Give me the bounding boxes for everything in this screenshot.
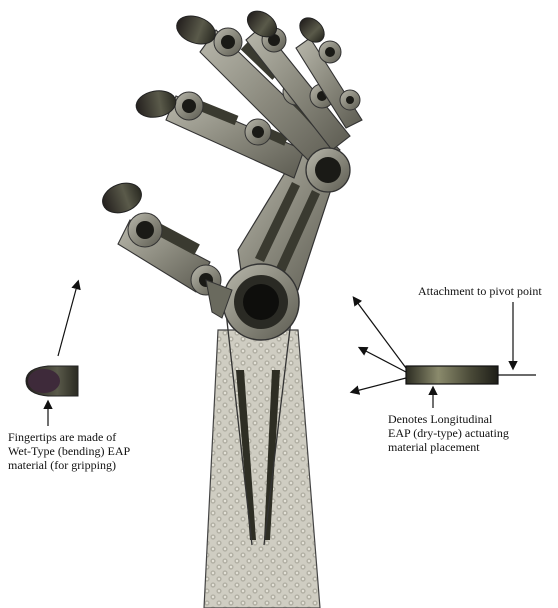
bending-arrow-middle (360, 348, 406, 372)
fingertips-label-line: Wet-Type (bending) EAP (8, 444, 130, 458)
actuator-label-line: EAP (dry-type) actuating (388, 426, 509, 440)
actuator-label-line: material placement (388, 440, 509, 454)
fingertips-label: Fingertips are made of Wet-Type (bending… (8, 430, 130, 472)
actuator-label-line: Denotes Longitudinal (388, 412, 509, 426)
attachment-label: Attachment to pivot point (418, 284, 542, 298)
bending-arrow-upper (354, 298, 406, 368)
thumb (98, 178, 232, 318)
actuator-placement-label: Denotes Longitudinal EAP (dry-type) actu… (388, 412, 509, 454)
motion-arrow-up (58, 282, 78, 356)
wrist-joint (223, 264, 299, 340)
actuator-bar-sample (406, 366, 536, 384)
fingertip-sample (26, 366, 78, 396)
knuckle-joint (306, 148, 350, 192)
forearm (204, 312, 320, 608)
fingertips-label-line: material (for gripping) (8, 458, 130, 472)
fingertips-label-line: Fingertips are made of (8, 430, 130, 444)
bending-arrow-lower (352, 378, 406, 392)
